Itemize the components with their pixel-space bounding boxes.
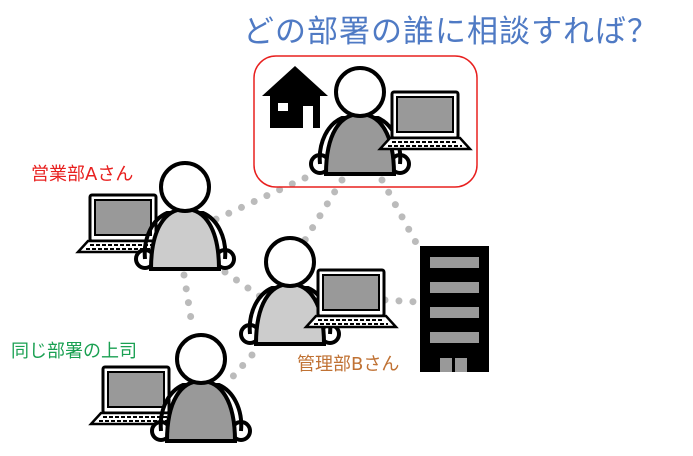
line-sales-to-admin: [221, 268, 269, 304]
page-title: どの部署の誰に相談すれば？: [243, 14, 659, 50]
label-sales-a: 営業部Aさん: [31, 164, 134, 185]
laptop-icon-admin-b: [304, 268, 398, 329]
line-top-to-admin: [301, 176, 346, 244]
line-sales-to-boss: [180, 271, 196, 329]
label-boss: 同じ部署の上司: [11, 341, 137, 362]
office-building-icon: [420, 246, 489, 372]
laptop-icon-self: [378, 90, 472, 151]
connection-lines: [180, 174, 424, 386]
line-top-to-sales: [206, 174, 309, 226]
label-admin-b: 管理部Bさん: [297, 354, 400, 375]
line-admin-to-boss: [224, 351, 256, 386]
house-icon: [262, 66, 328, 128]
line-admin-to-building: [381, 296, 422, 306]
line-top-to-building: [378, 176, 424, 254]
highlight-box: [253, 55, 478, 188]
